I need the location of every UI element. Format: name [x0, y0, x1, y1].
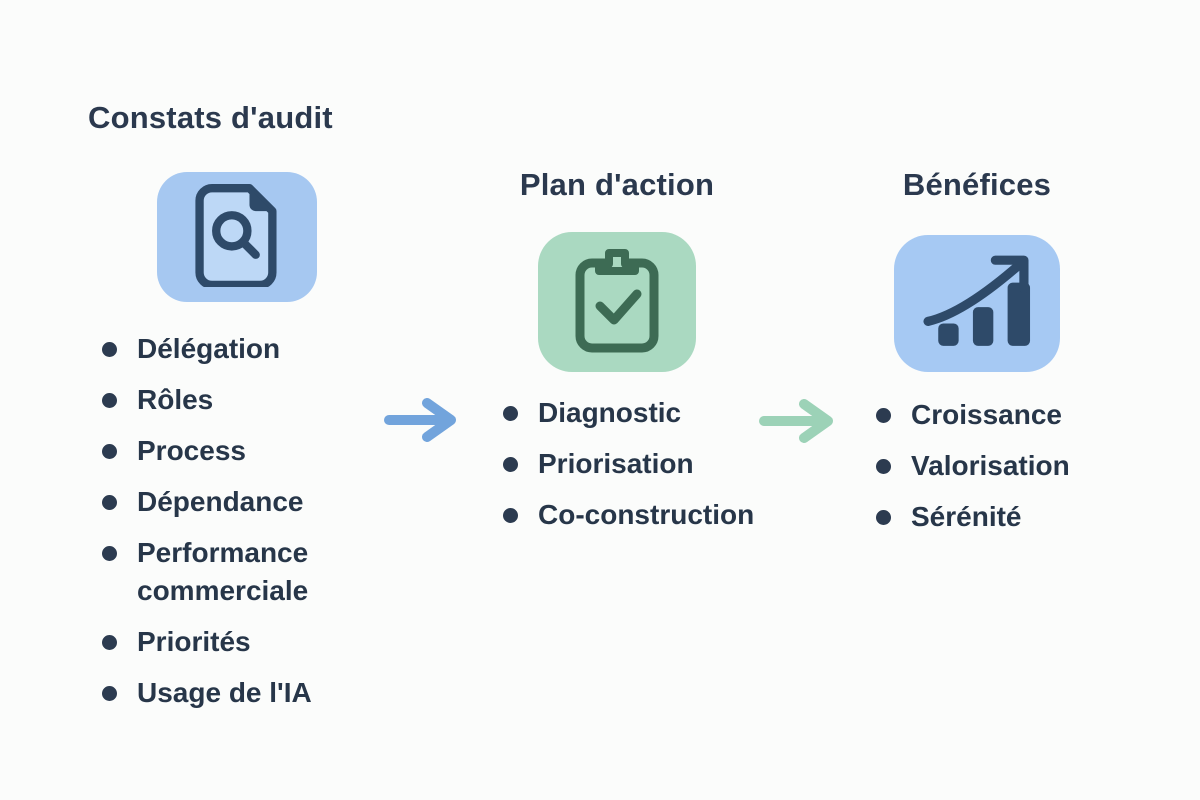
bullet-icon: [102, 686, 117, 701]
list-item: Délégation: [102, 330, 362, 368]
bullet-icon: [876, 510, 891, 525]
audit-icon-box: [157, 172, 317, 302]
list-item: Diagnostic: [503, 394, 803, 432]
list-item: Rôles: [102, 381, 362, 419]
list-item-label: Valorisation: [911, 450, 1070, 481]
list-item-label: Usage de l'IA: [137, 677, 312, 708]
bullet-icon: [102, 546, 117, 561]
list-item: Dépendance: [102, 483, 362, 521]
bullet-icon: [102, 342, 117, 357]
column-title-plan-action: Plan d'action: [519, 167, 715, 202]
bullet-icon: [102, 444, 117, 459]
document-search-icon: [194, 183, 280, 292]
column-title-benefices: Bénéfices: [902, 167, 1052, 202]
arrow-right-icon-green: [758, 399, 838, 448]
plan-icon-box: [538, 232, 696, 372]
bullet-icon: [876, 459, 891, 474]
list-item: Croissance: [876, 396, 1136, 434]
bullet-icon: [102, 635, 117, 650]
bullet-icon: [503, 508, 518, 523]
list-item-label: Sérénité: [911, 501, 1022, 532]
bullet-icon: [503, 406, 518, 421]
benefits-icon-box: [894, 235, 1060, 372]
list-item-label: Co-construction: [538, 499, 755, 530]
list-item: Performance commerciale: [102, 534, 362, 610]
list-item-label: Croissance: [911, 399, 1062, 430]
growth-chart-icon: [915, 250, 1039, 357]
list-item-label: Priorisation: [538, 448, 694, 479]
list-item: Process: [102, 432, 362, 470]
list-item-label: Diagnostic: [538, 397, 682, 428]
arrow-right-icon-blue: [383, 398, 459, 447]
list-item: Valorisation: [876, 447, 1136, 485]
list-item: Sérénité: [876, 498, 1136, 536]
list-item-label: Performance commerciale: [137, 537, 309, 606]
column-title-constats-audit: Constats d'audit: [88, 100, 333, 135]
list-item-label: Priorités: [137, 626, 251, 657]
list-item-label: Délégation: [137, 333, 281, 364]
list-item-label: Rôles: [137, 384, 214, 415]
list-item-label: Dépendance: [137, 486, 304, 517]
list-item: Usage de l'IA: [102, 674, 362, 712]
bullet-icon: [102, 495, 117, 510]
bullet-icon: [102, 393, 117, 408]
list-item: Co-construction: [503, 496, 803, 534]
bullet-icon: [503, 457, 518, 472]
list-item-label: Process: [137, 435, 246, 466]
clipboard-check-icon: [573, 246, 661, 359]
bullet-icon: [876, 408, 891, 423]
list-item: Priorisation: [503, 445, 803, 483]
list-item: Priorités: [102, 623, 362, 661]
